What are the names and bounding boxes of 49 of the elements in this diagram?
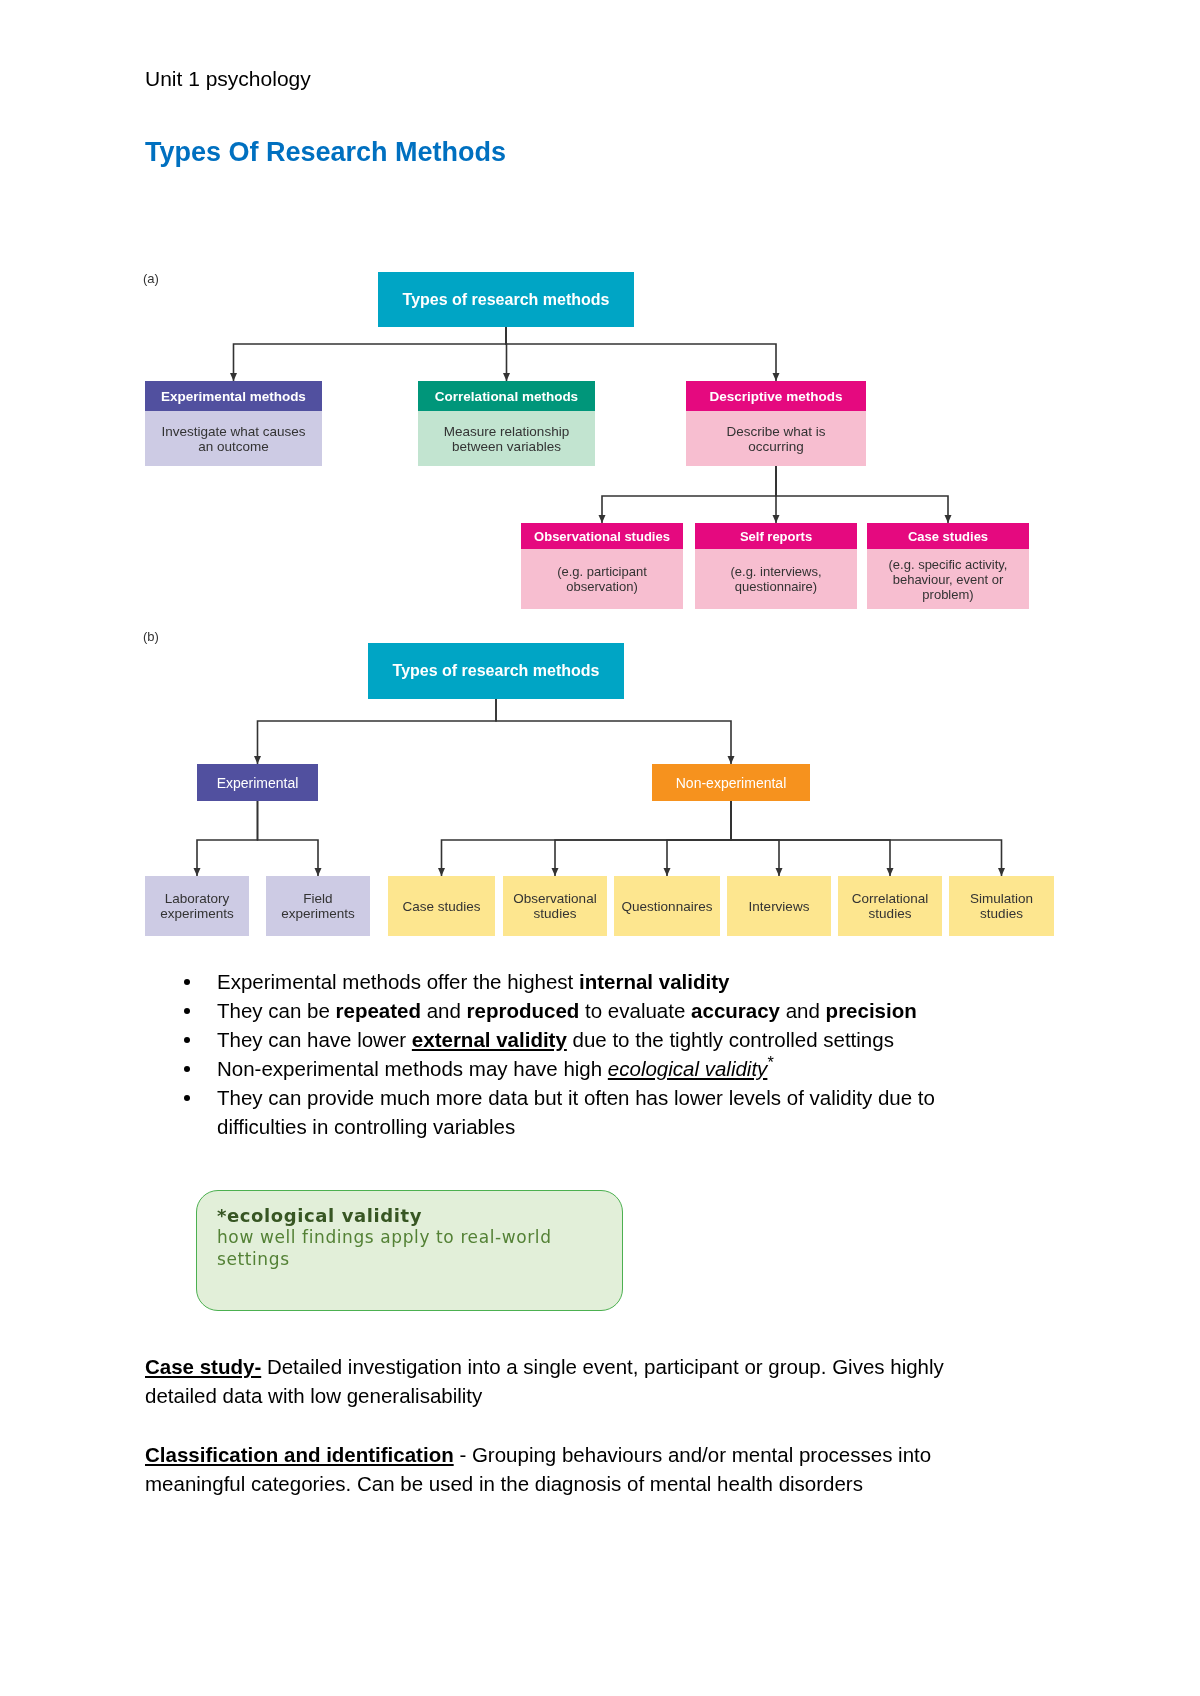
subtype-box [867, 523, 1029, 609]
panel-label: (b) [143, 629, 159, 644]
category-description: Describe what is occurring [725, 422, 827, 456]
category-heading: Experimental methods [145, 381, 322, 411]
arrow [495, 698, 735, 765]
category-heading: Self reports [695, 523, 857, 549]
method-box: Case studies [388, 876, 495, 936]
category-heading: Descriptive methods [686, 381, 866, 411]
subtype-box [521, 523, 683, 609]
method-box: Field experiments [266, 876, 370, 936]
category-box: Non-experimental [652, 764, 810, 801]
subtype-box [695, 523, 857, 609]
definition-paragraph: Case study- Detailed investigation into a single event, participant or group. Gives highly detailed data with low generalisability [145, 1354, 945, 1409]
category-description: (e.g. interviews, questionnaire) [729, 563, 823, 596]
page-title: Types Of Research Methods [145, 137, 507, 168]
category-description: Investigate what causes an outcome [160, 422, 307, 456]
category-description: (e.g. specific activity, behaviour, event or problem) [887, 555, 1009, 604]
category-box [686, 381, 866, 466]
definition-paragraph: Classification and identification - Grouping behaviours and/or mental processes into meaningful categories. Can be used in the diagnosis of mental health disorders [145, 1442, 933, 1497]
method-box: Laboratory experiments [145, 876, 249, 936]
category-box [145, 381, 322, 466]
arrow [775, 465, 952, 524]
category-heading: Observational studies [521, 523, 683, 549]
method-box: Questionnaires [614, 876, 720, 936]
definition-box [196, 1190, 623, 1311]
panel-label: (a) [143, 271, 159, 286]
definition-term: *ecological validity [217, 1205, 424, 1226]
bullet-text: They can provide much more data but it often has lower levels of validity due to difficulties in controlling variables [217, 1085, 936, 1140]
category-heading: Correlational methods [418, 381, 595, 411]
definition-text: how well findings apply to real-world settings [217, 1226, 553, 1270]
arrow [256, 800, 322, 877]
category-description: (e.g. participant observation) [556, 563, 648, 596]
bullet-text: Experimental methods offer the highest internal validity [217, 969, 730, 995]
bullet-text: They can be repeated and reproduced to evaluate accuracy and precision [217, 998, 917, 1024]
arrow [730, 800, 1005, 877]
category-box [418, 381, 595, 466]
method-box: Interviews [727, 876, 831, 936]
arrow [505, 326, 780, 382]
root-box: Types of research methods [378, 272, 634, 327]
category-heading: Case studies [867, 523, 1029, 549]
category-description: Measure relationship between variables [442, 422, 571, 456]
method-box: Correlational studies [838, 876, 942, 936]
method-box: Observational studies [503, 876, 607, 936]
method-box: Simulation studies [949, 876, 1054, 936]
header-text: Unit 1 psychology [145, 67, 311, 91]
category-box: Experimental [197, 764, 318, 801]
bullet-text: Non-experimental methods may have high ecological validity$^{*}$ [217, 1054, 774, 1082]
bullet-text: They can have lower external validity due to the tightly controlled settings [217, 1027, 894, 1053]
root-box: Types of research methods [368, 643, 624, 699]
